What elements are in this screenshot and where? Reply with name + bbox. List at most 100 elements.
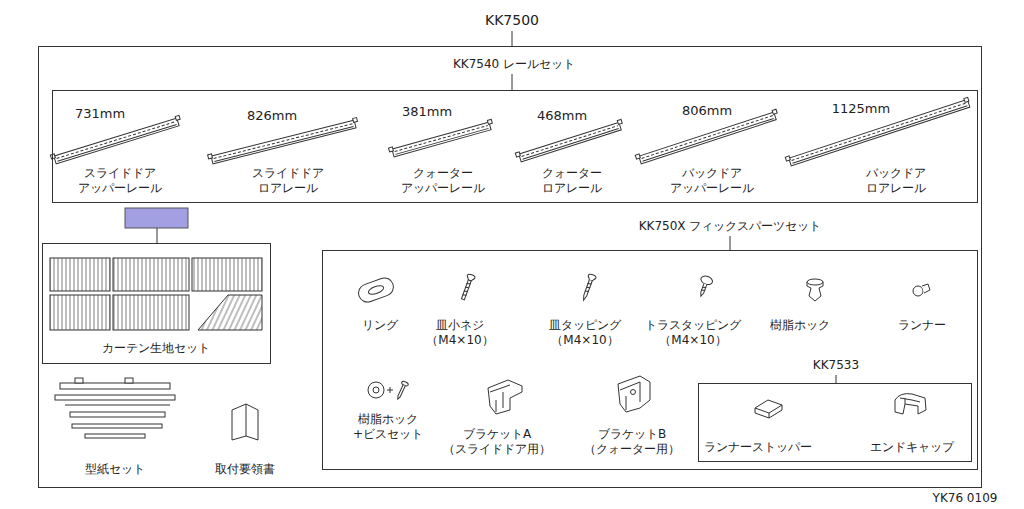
rail-drawings: [50, 97, 970, 166]
pattern-paper-set: [125, 378, 133, 383]
pattern-paper-set: [65, 405, 170, 406]
fix-parts-icons: [356, 273, 930, 418]
part-name: リング: [362, 318, 398, 333]
set-number: KK7533: [813, 358, 859, 372]
rail-drawings: [208, 118, 359, 165]
part-name: ランナーストッパー: [704, 440, 812, 455]
fix-parts-icons: [459, 273, 475, 300]
fix-parts-icons: [367, 284, 384, 296]
rail-drawings: [617, 119, 622, 124]
rail-drawings: [58, 124, 177, 161]
part-name: 型紙セット: [85, 462, 145, 477]
fix-parts-icons: [490, 385, 510, 412]
fix-parts-icons: [356, 275, 396, 304]
fix-parts-icons: [356, 275, 396, 304]
fix-parts-icons: [895, 394, 926, 414]
pattern-paper-set: [85, 434, 145, 438]
fix-parts-icons: [618, 376, 650, 412]
rail-drawings: [392, 122, 491, 157]
manual-booklet: [232, 404, 258, 440]
leader-lines: [836, 375, 837, 383]
fix-parts-icons: [373, 387, 379, 393]
fix-parts-icons: [700, 274, 714, 286]
pattern-paper-set: [72, 424, 162, 428]
part-name: ブラケットB （クォーター用）: [583, 427, 681, 457]
rail-drawings: [57, 122, 176, 159]
fix-parts-icons: [580, 273, 597, 301]
rail-drawings: [395, 128, 488, 154]
rail-drawings: [487, 119, 492, 124]
leader-lines: [157, 228, 158, 243]
rail-drawings: [214, 126, 353, 161]
fix-parts-icons: [462, 283, 470, 297]
rail-drawings: [353, 118, 358, 123]
rail-drawings: [643, 118, 774, 161]
rail-drawings: [522, 126, 618, 157]
part-name: エンドキャップ: [870, 440, 954, 455]
fix-parts-icons: [395, 381, 409, 401]
fix-parts-icons: [620, 382, 640, 410]
part-name: スライドドア ロアレール: [251, 166, 325, 196]
rail-drawings: [388, 147, 393, 152]
part-name: トラスタッピング （M4×10）: [644, 318, 742, 348]
fix-parts-icons: [922, 284, 930, 293]
rail-drawings: [964, 97, 969, 102]
rail-drawings: [635, 154, 640, 159]
rail-drawings: [772, 109, 777, 114]
fix-parts-icons: [900, 398, 920, 404]
rail-length: 731mm: [75, 106, 125, 122]
fix-parts-icons: [807, 279, 823, 285]
rail-drawings: [395, 125, 488, 151]
fix-parts-icons: [631, 390, 636, 395]
rail-drawings: [208, 154, 213, 159]
part-name: クォーター アッパーレール: [400, 166, 486, 196]
assembly-number: KK7500: [485, 12, 539, 29]
fix-parts-icons: [701, 286, 706, 291]
part-name: ブラケットA （スライドドア用）: [442, 427, 552, 457]
pattern-paper-set: [55, 395, 175, 400]
part-name: スライドドア アッパーレール: [77, 166, 163, 196]
pattern-paper-set: [75, 378, 83, 383]
rail-length: 1125mm: [832, 101, 890, 117]
fix-parts-icons: [755, 400, 782, 413]
fix-parts-icons: [695, 274, 713, 298]
rail-drawings: [388, 119, 493, 157]
part-name: 皿小ネジ （M4×10）: [425, 318, 495, 348]
pattern-paper-set: [55, 378, 175, 438]
rail-drawings: [211, 120, 356, 164]
pattern-paper-set: [70, 412, 165, 417]
rail-drawings: [785, 156, 790, 161]
fix-parts-icons: [913, 286, 923, 296]
fix-parts-icons: [755, 405, 782, 418]
rail-drawings: [785, 97, 971, 166]
curtain-set-box: カーテン生地セット: [42, 243, 271, 364]
rail-drawings: [523, 129, 619, 160]
curtain-panels: [50, 295, 110, 330]
leader-lines: [730, 236, 731, 250]
rail-drawings: [54, 118, 179, 164]
rail-drawings: [639, 112, 776, 164]
curtain-panels: [50, 258, 110, 291]
hidden-part-number: [125, 208, 188, 228]
fix-parts-icons: [397, 385, 406, 400]
curtain-panels: [113, 258, 189, 291]
part-name: 樹脂ホック: [770, 318, 830, 333]
rail-length: 826mm: [247, 108, 297, 124]
curtain-panels: [192, 258, 262, 291]
rail-drawings: [515, 152, 520, 157]
leader-lines: [512, 74, 513, 90]
rail-length: 806mm: [682, 103, 732, 119]
rail-drawings: [519, 122, 621, 162]
part-name: ランナー: [898, 318, 946, 333]
fix-parts-icons: [582, 280, 592, 301]
fix-parts-icons: [387, 387, 393, 393]
fix-parts-icons: [488, 380, 522, 414]
leader-lines: [512, 31, 513, 46]
rail-drawings: [789, 99, 970, 165]
set-heading: KK750X フィックスパーツセット: [639, 219, 822, 233]
leader-lines: [157, 31, 836, 383]
fix-parts-icons: [699, 284, 706, 297]
pattern-paper-set: [60, 383, 170, 389]
